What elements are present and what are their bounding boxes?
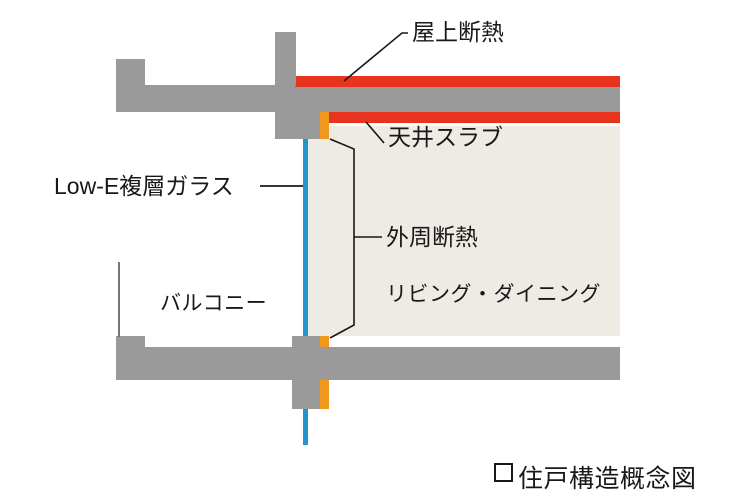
label-living-dining: リビング・ダイニング [386,283,601,306]
perimeter-insulation-upper [320,112,329,139]
label-balcony: バルコニー [160,292,268,315]
roof-insulation-band [295,76,620,87]
caption-square-marker [494,463,513,482]
perimeter-insulation-lower-upper [320,336,329,347]
label-perimeter-insulation: 外周断熱 [386,224,478,250]
leader-ceiling-slab [365,121,385,144]
ceiling-insulation-band [308,112,620,123]
perimeter-insulation-lower [320,380,329,409]
low-e-double-glazing [303,139,308,445]
living-dining-interior [308,126,620,336]
roof-concrete-slab [295,87,620,112]
leader-roof-insulation [343,32,408,82]
upper-wall-stub [275,112,320,139]
balcony-parapet-lower [116,336,145,348]
floor-concrete-slab [320,347,620,380]
lower-wall-stub-upper [292,336,320,347]
upper-balcony-slab [116,85,295,112]
label-ceiling-slab: 天井スラブ [388,124,503,150]
figure-caption: 住戸構造概念図 [518,465,697,493]
structural-column [275,32,296,86]
balcony-parapet-upper [116,59,145,86]
label-low-e-glass: Low-E複層ガラス [54,173,234,199]
label-roof-insulation: 屋上断熱 [412,19,504,45]
lower-wall-stub-lower [292,380,320,409]
balcony-concrete-slab [116,347,320,380]
